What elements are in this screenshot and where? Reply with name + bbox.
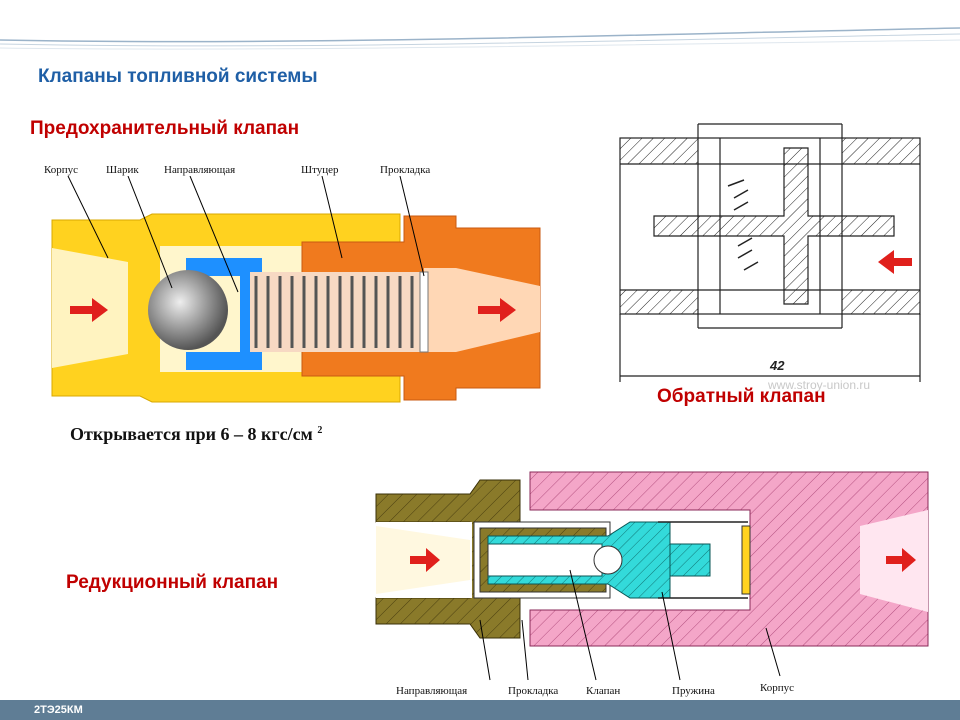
safety-label-fitting: Штуцер xyxy=(301,164,339,176)
outlet-arrow-icon xyxy=(886,548,916,572)
valve-part xyxy=(487,521,671,599)
header-decoration xyxy=(0,27,960,50)
reducing-valve-diagram xyxy=(375,471,929,681)
safety-label-ball: Шарик xyxy=(106,164,139,176)
footer-text: 2ТЭ25КМ xyxy=(34,704,83,716)
spring xyxy=(727,179,759,271)
ball xyxy=(148,270,228,350)
safety-label-body: Корпус xyxy=(44,164,79,176)
reducing-valve-title: Редукционный клапан xyxy=(66,572,279,593)
check-valve-diagram: 42 xyxy=(619,123,921,382)
valve-stem xyxy=(653,147,895,305)
inlet-arrow-icon xyxy=(70,298,108,322)
outlet-arrow-icon xyxy=(478,298,516,322)
safety-label-guide: Направляющая xyxy=(164,164,236,176)
reducing-label-gasket: Прокладка xyxy=(508,685,559,697)
safety-valve-diagram xyxy=(51,176,541,403)
reducing-label-guide: Направляющая xyxy=(396,685,468,697)
reducing-label-spring: Пружина xyxy=(672,685,715,697)
spring xyxy=(254,276,414,348)
reducing-label-body: Корпус xyxy=(760,682,795,694)
footer-bar xyxy=(0,700,960,720)
reducing-label-valve: Клапан xyxy=(586,685,621,697)
flow-arrow-icon xyxy=(878,250,912,274)
gasket-part xyxy=(741,525,751,595)
dimension-label: 42 xyxy=(769,358,785,373)
inlet-arrow-icon xyxy=(410,548,440,572)
spring xyxy=(658,521,748,599)
safety-valve-opening-pressure: Открывается при 6 – 8 кгс/см 2 xyxy=(70,424,323,444)
safety-valve-title: Предохранительный клапан xyxy=(30,118,300,139)
watermark: www.stroy-union.ru xyxy=(768,378,871,392)
guide-part xyxy=(186,258,262,370)
slide-title: Клапаны топливной системы xyxy=(38,66,318,87)
check-valve-title: Обратный клапан xyxy=(657,386,826,407)
gasket-part xyxy=(419,271,429,353)
safety-label-gasket: Прокладка xyxy=(380,164,431,176)
